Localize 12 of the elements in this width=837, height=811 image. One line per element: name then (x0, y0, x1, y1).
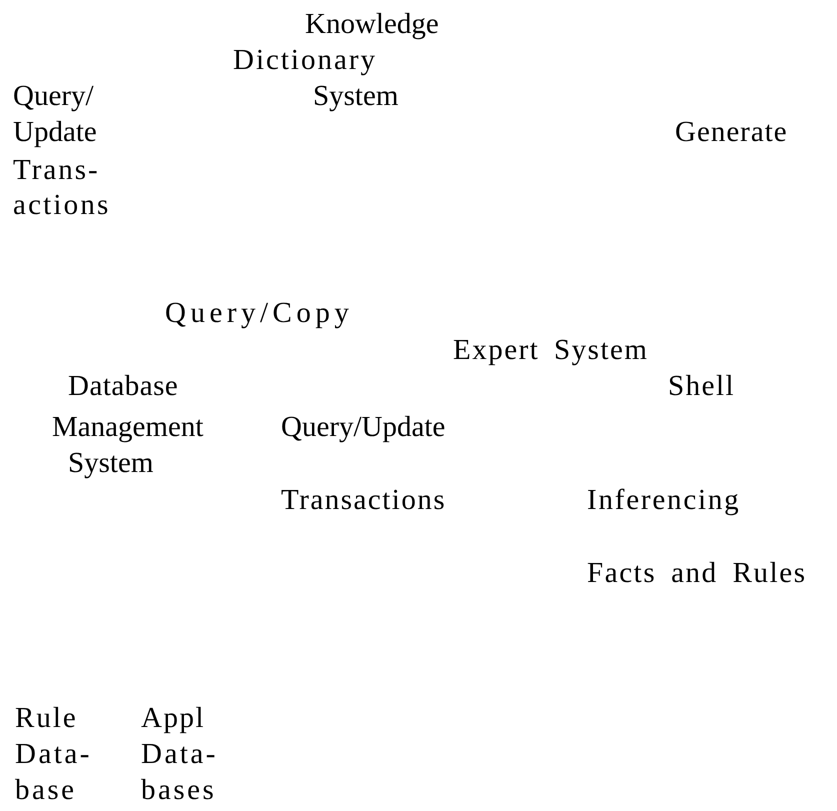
text-label: Query/Copy (165, 296, 353, 330)
text-label: Query/ Update Trans- actions (13, 79, 111, 222)
text-label: Knowledge Dictionary System (233, 7, 439, 113)
text-label: Expert System Shell (453, 333, 735, 403)
text-label: Query/Update (281, 410, 445, 444)
text-label: Generate (675, 115, 788, 149)
text-label: Inferencing (587, 483, 740, 517)
text-label: Facts and Rules (587, 556, 807, 590)
text-label: Database Management System (52, 369, 203, 480)
text-label: Appl Data- bases (141, 701, 218, 807)
text-label: Rule Data- base (15, 701, 92, 807)
text-label: Transactions (281, 483, 446, 517)
